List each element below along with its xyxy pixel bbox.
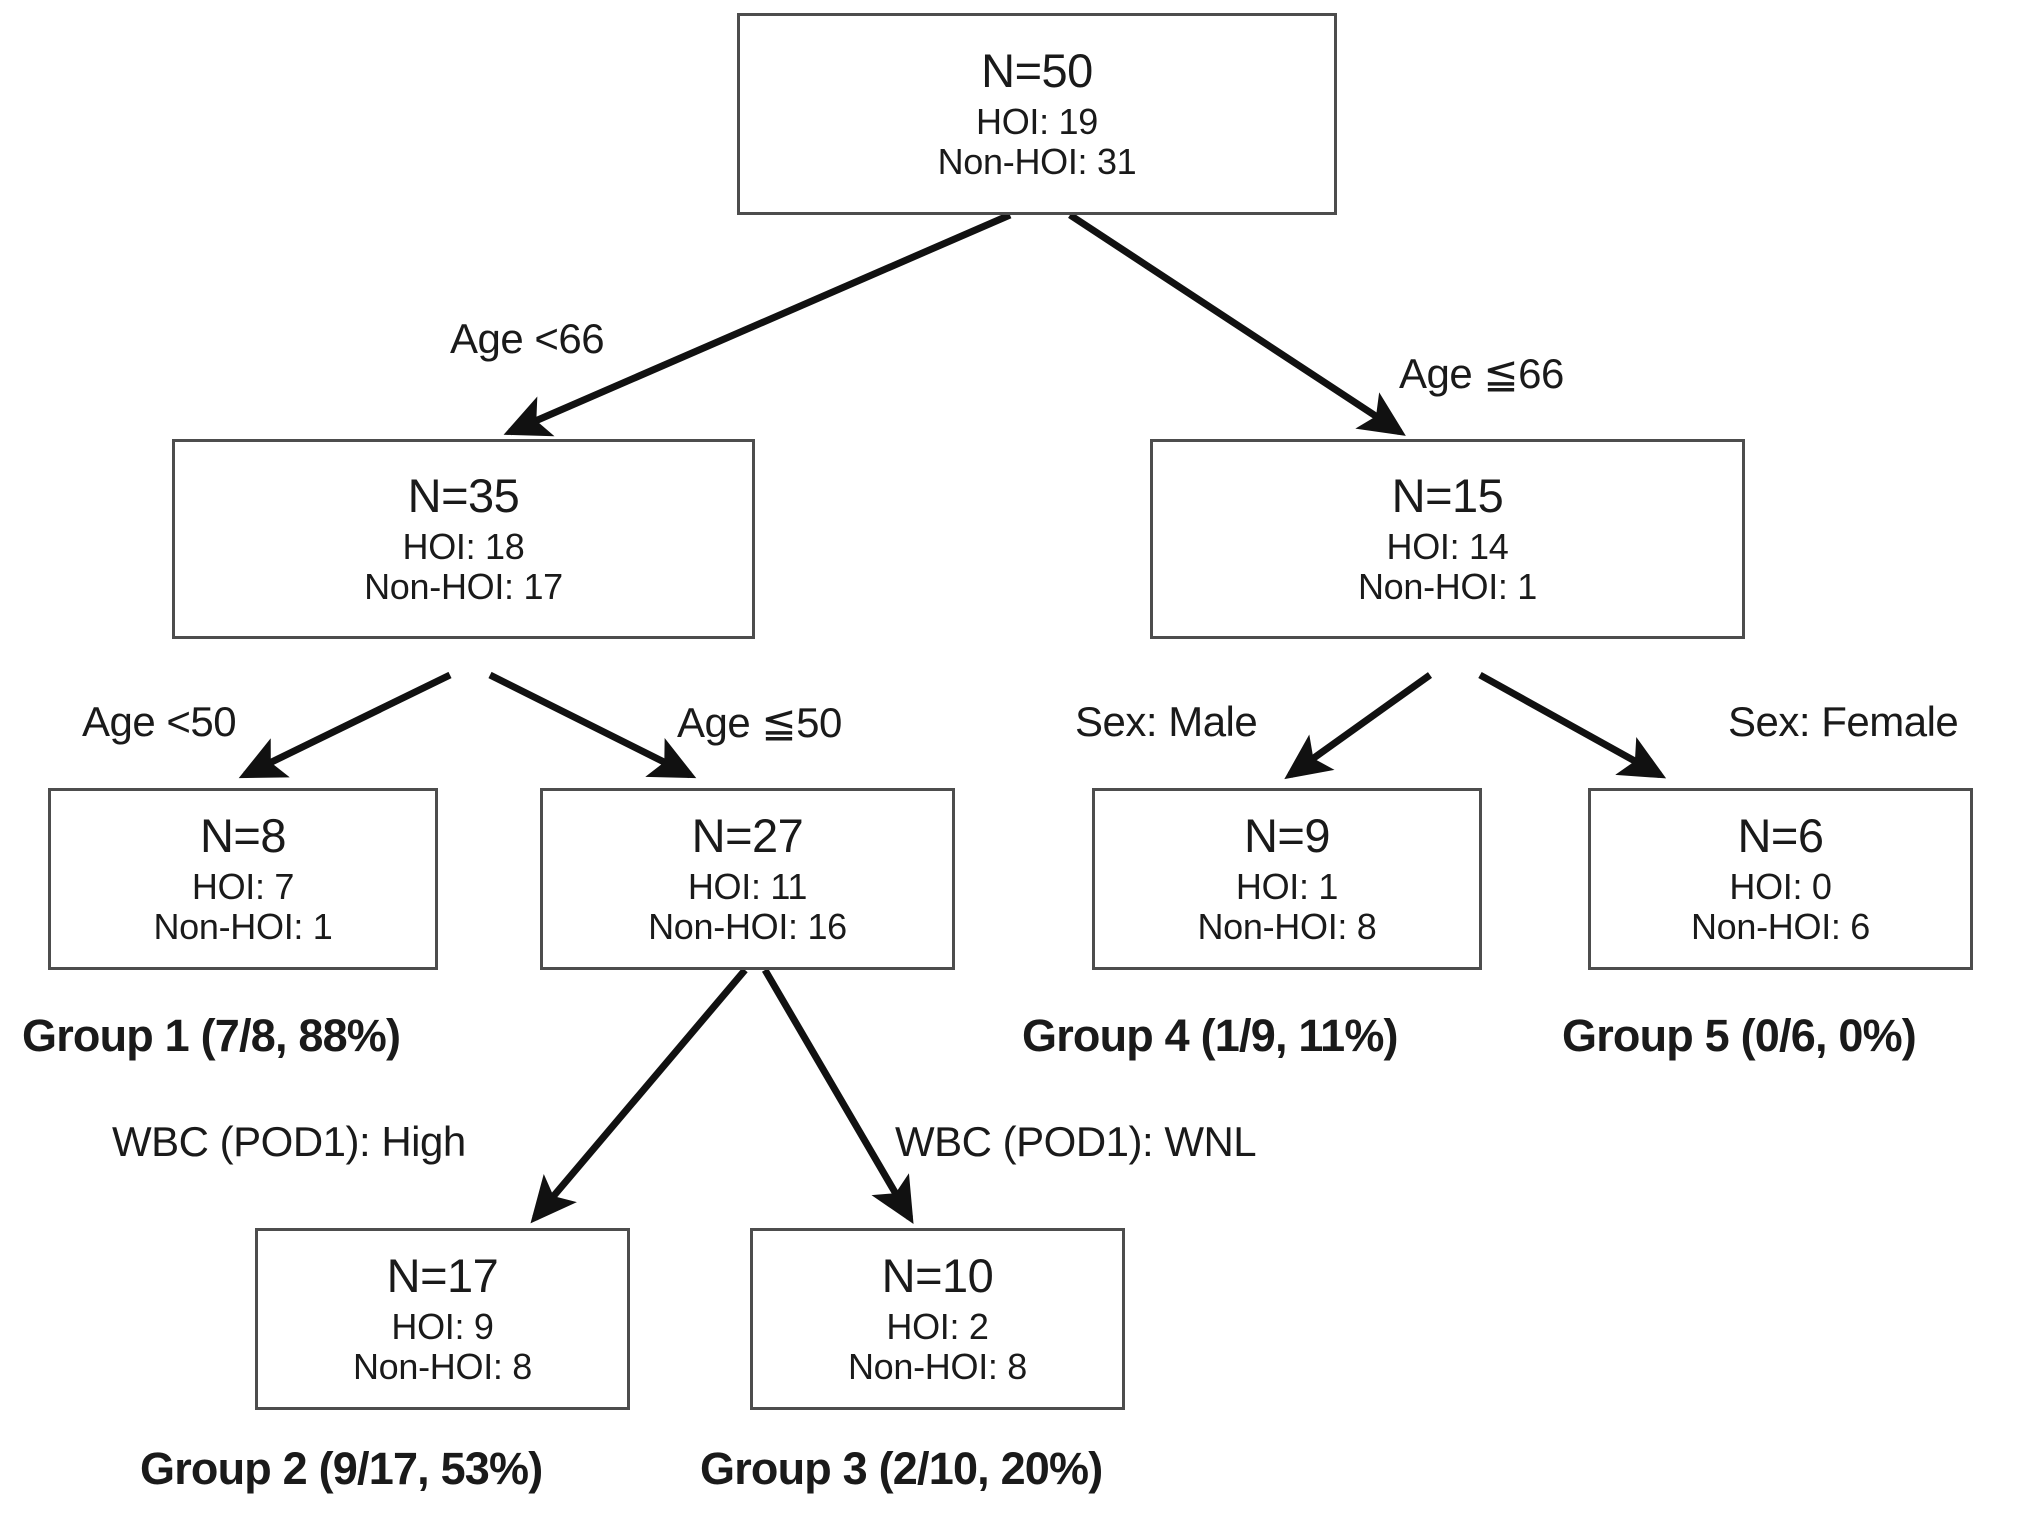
node-age-ge-66: N=15 HOI: 14 Non-HOI: 1: [1150, 439, 1745, 639]
edge-label-sex-female: Sex: Female: [1728, 698, 1959, 745]
node-age-ge-50-count: N=27: [691, 809, 804, 863]
node-age-ge-66-hoi: HOI: 14: [1386, 526, 1509, 567]
node-age-lt-66-non-hoi: Non-HOI: 17: [364, 566, 563, 608]
edge-n27-to-n17: [530, 967, 748, 1224]
group-label-4: Group 4 (1/9, 11%): [1022, 1010, 1399, 1061]
node-group1-non-hoi: Non-HOI: 1: [153, 906, 333, 948]
node-group5: N=6 HOI: 0 Non-HOI: 6: [1588, 788, 1973, 970]
node-age-lt-66-hoi: HOI: 18: [402, 526, 525, 567]
edge-n35-to-n8: [238, 671, 452, 779]
group-label-5: Group 5 (0/6, 0%): [1562, 1010, 1917, 1061]
edge-label-age-lt-66: Age <66: [450, 315, 605, 362]
node-root-non-hoi: Non-HOI: 31: [937, 141, 1137, 183]
edge-n27-to-n10: [761, 968, 914, 1225]
group-label-2: Group 2 (9/17, 53%): [140, 1443, 543, 1494]
edge-n15-to-n6: [1478, 671, 1667, 779]
group-label-3: Group 3 (2/10, 20%): [700, 1443, 1103, 1494]
node-age-ge-50-hoi: HOI: 11: [687, 866, 808, 907]
node-group3-non-hoi: Non-HOI: 8: [847, 1346, 1028, 1388]
node-age-lt-66-count: N=35: [407, 469, 520, 523]
edge-n15-to-n9: [1284, 672, 1433, 780]
edge-label-wbc-wnl: WBC (POD1): WNL: [895, 1118, 1257, 1165]
edge-label-age-ge-50: Age ≦50: [677, 699, 842, 746]
node-group5-count: N=6: [1737, 809, 1824, 863]
node-group2-hoi: HOI: 9: [391, 1306, 494, 1347]
edge-label-wbc-high: WBC (POD1): High: [112, 1118, 466, 1165]
node-group4-count: N=9: [1243, 809, 1331, 863]
node-group5-hoi: HOI: 0: [1729, 866, 1832, 907]
edge-label-age-ge-66: Age ≦66: [1399, 350, 1564, 397]
node-age-ge-66-non-hoi: Non-HOI: 1: [1357, 566, 1538, 608]
edge-label-sex-male: Sex: Male: [1075, 698, 1258, 745]
node-group5-non-hoi: Non-HOI: 6: [1690, 906, 1871, 948]
node-group2: N=17 HOI: 9 Non-HOI: 8: [255, 1228, 630, 1410]
node-age-lt-66: N=35 HOI: 18 Non-HOI: 17: [172, 439, 755, 639]
group-label-1: Group 1 (7/8, 88%): [22, 1010, 401, 1061]
node-group2-non-hoi: Non-HOI: 8: [352, 1346, 533, 1388]
edge-root-to-n15: [1068, 212, 1406, 436]
node-group1: N=8 HOI: 7 Non-HOI: 1: [48, 788, 438, 970]
node-group4: N=9 HOI: 1 Non-HOI: 8: [1092, 788, 1482, 970]
node-group3-count: N=10: [881, 1249, 994, 1303]
node-root: N=50 HOI: 19 Non-HOI: 31: [737, 13, 1337, 215]
node-age-ge-66-count: N=15: [1391, 469, 1504, 523]
node-group1-count: N=8: [199, 809, 287, 863]
edge-n35-to-n27: [488, 671, 697, 779]
node-root-count: N=50: [981, 44, 1093, 98]
node-group4-hoi: HOI: 1: [1235, 866, 1339, 907]
node-group3-hoi: HOI: 2: [886, 1306, 989, 1347]
node-root-hoi: HOI: 19: [976, 101, 1098, 142]
edge-label-age-lt-50: Age <50: [82, 698, 237, 745]
node-age-ge-50-non-hoi: Non-HOI: 16: [648, 906, 847, 948]
node-group4-non-hoi: Non-HOI: 8: [1197, 906, 1377, 948]
node-group2-count: N=17: [386, 1249, 499, 1303]
node-group3: N=10 HOI: 2 Non-HOI: 8: [750, 1228, 1125, 1410]
node-group1-hoi: HOI: 7: [191, 866, 295, 907]
node-age-ge-50: N=27 HOI: 11 Non-HOI: 16: [540, 788, 955, 970]
